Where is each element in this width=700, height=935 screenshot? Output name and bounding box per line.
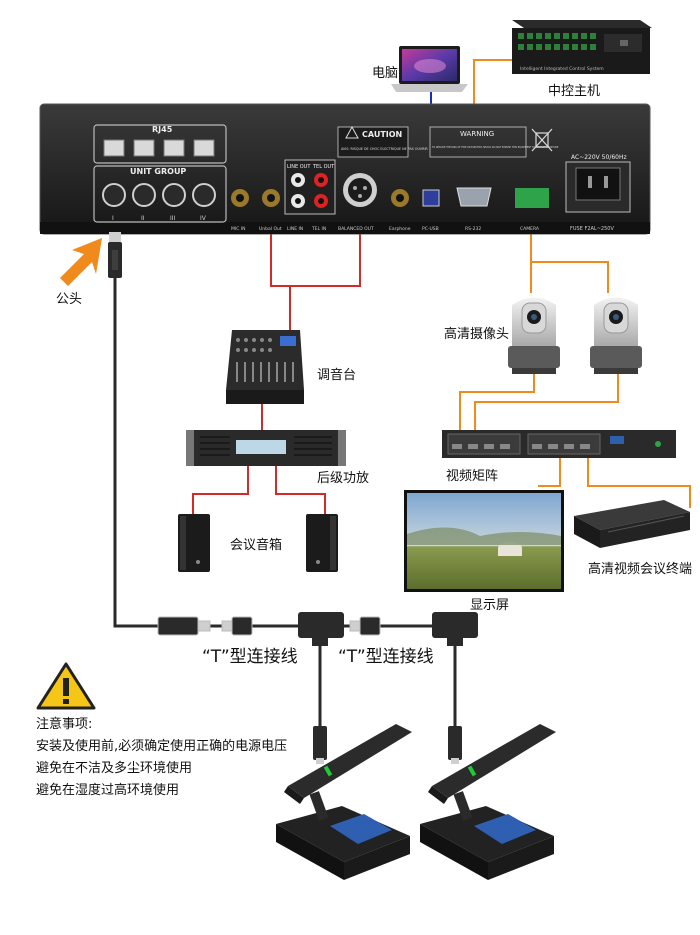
audio-cables xyxy=(192,215,361,514)
audio-jacks xyxy=(231,189,280,207)
port-label-balanced-out: BALANCED OUT xyxy=(338,226,374,232)
unit-number-3: III xyxy=(170,215,176,222)
display-label: 显示屏 xyxy=(470,598,510,613)
male-plug xyxy=(108,232,122,278)
line-out-label: LINE OUT xyxy=(287,164,311,170)
unit-group-ports xyxy=(102,183,216,207)
weee-bin-icon xyxy=(531,128,553,152)
video-cables xyxy=(459,215,691,508)
t-connector-label-2: “T”型连接线 xyxy=(338,647,434,667)
display-screen-image xyxy=(404,490,564,592)
laptop-image xyxy=(391,46,468,92)
port-label-earphone: Earphone xyxy=(389,226,411,232)
conference-mic-2-image xyxy=(420,724,556,880)
tel-out-label: TEL OUT xyxy=(312,164,335,170)
speakers-label: 会议音箱 xyxy=(230,538,283,553)
power-label: AC~220V 50/60Hz xyxy=(571,154,627,161)
t-connector-2 xyxy=(432,612,478,646)
earphone-jack xyxy=(391,189,409,207)
notice-line-3: 避免在湿度过高环境使用 xyxy=(36,783,180,798)
unit-group-frame xyxy=(93,165,227,223)
cable-plugs xyxy=(157,616,381,636)
warning-triangle-icon xyxy=(36,662,96,710)
rj45-ports xyxy=(103,139,215,157)
rj45-frame xyxy=(93,124,227,164)
mixer-label: 调音台 xyxy=(317,368,357,383)
notice-block: 注意事项: 安装及使用前,必须确定使用正确的电源电压 避免在不洁及多尘环境使用 … xyxy=(36,714,287,802)
central-control-label: 中控主机 xyxy=(548,84,601,99)
power-socket xyxy=(565,161,631,213)
power-amp-label: 后级功放 xyxy=(317,471,370,486)
port-label-rs232: RS-232 xyxy=(465,226,481,232)
port-label-camera: CAMERA xyxy=(520,226,540,232)
fuse-label: FUSE F2AL~250V xyxy=(570,226,614,232)
laptop-label: 电脑 xyxy=(372,66,399,81)
power-amp-image xyxy=(186,430,346,466)
mic-plugs xyxy=(313,726,462,764)
unit-number-2: II xyxy=(141,215,145,222)
hd-camera-1-image xyxy=(508,297,560,374)
port-label-tel-in: TEL IN xyxy=(311,226,326,232)
t-connector-label-1: “T”型连接线 xyxy=(202,647,298,667)
unit-number-1: I xyxy=(112,215,114,222)
warning-plate xyxy=(429,126,527,158)
notice-title: 注意事项: xyxy=(36,717,93,732)
speaker-right-image xyxy=(306,514,338,572)
caution-triangle-icon xyxy=(345,125,359,139)
hd-camera-label: 高清摄像头 xyxy=(444,327,510,342)
caution-sub-label: AVIS: RISQUE DE CHOC ELECTRIQUE NE PAS O… xyxy=(341,147,428,151)
port-label-mic-in: MIC IN xyxy=(231,226,245,232)
video-matrix-label: 视频矩阵 xyxy=(446,469,499,484)
rs232-port xyxy=(456,187,492,207)
unit-group-label: UNIT GROUP xyxy=(130,167,186,176)
port-label-pc-usb: PC-USB xyxy=(422,226,439,232)
xlr-connector xyxy=(343,173,377,207)
mixer-image xyxy=(226,330,304,404)
central-control-small-label: Intelligent Integrated Control System xyxy=(520,66,604,72)
rca-jacks xyxy=(291,173,328,208)
male-head-label: 公头 xyxy=(56,292,83,307)
unit-number-4: IV xyxy=(200,215,207,222)
conference-mic-1-image xyxy=(276,724,412,880)
video-terminal-label: 高清视频会议终端 xyxy=(588,562,693,577)
notice-line-2: 避免在不洁及多尘环境使用 xyxy=(36,761,193,776)
caution-label: CAUTION xyxy=(362,130,402,139)
rear-panel xyxy=(39,103,651,235)
video-matrix-image xyxy=(442,430,676,458)
t-connector-1 xyxy=(298,612,344,646)
central-control-image xyxy=(512,20,652,74)
orange-arrow-icon xyxy=(60,238,102,286)
camera-terminal xyxy=(515,188,549,208)
rj45-label: RJ45 xyxy=(152,125,173,134)
speaker-left-image xyxy=(178,514,210,572)
usb-port xyxy=(422,189,440,207)
hd-camera-2-image xyxy=(590,297,642,374)
video-terminal-image xyxy=(574,500,690,548)
port-label-unbal-out: Unbal Out xyxy=(259,226,282,232)
port-label-line-in: LINE IN xyxy=(287,226,303,232)
warning-label: WARNING xyxy=(460,130,494,138)
notice-line-1: 安装及使用前,必须确定使用正确的电源电压 xyxy=(36,739,288,754)
warning-text: TO REDUCE THE RISK OF FIRE OR ELECTRIC S… xyxy=(432,146,559,149)
